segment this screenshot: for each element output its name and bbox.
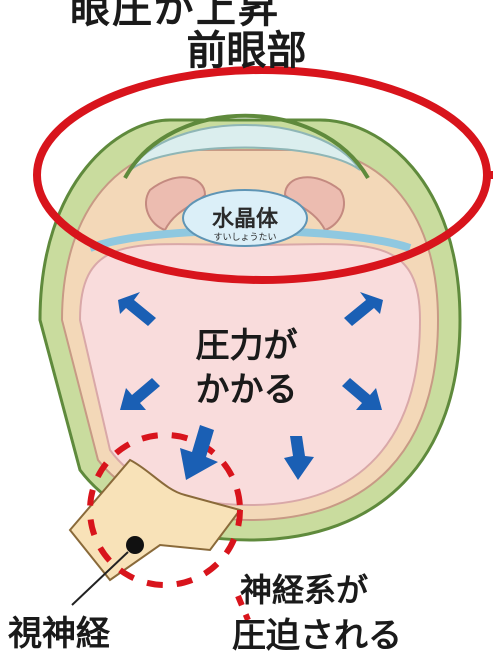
pressure-arrow-icon: [342, 378, 382, 410]
lens-reading-label: すいしょうたい: [213, 233, 277, 243]
nerve-compressed-label-line1: 神経系が: [240, 571, 369, 609]
pressure-label-line1: 圧力が: [195, 326, 298, 366]
pressure-arrow-icon: [284, 436, 314, 480]
lens: [182, 189, 308, 247]
optic-nerve-label: 視神経: [8, 614, 110, 654]
lens-label: 水晶体: [211, 207, 278, 232]
cornea: [129, 124, 361, 171]
nerve-highlight-ring: [87, 432, 243, 588]
pressure-arrows: [118, 292, 383, 480]
optic-nerve: [68, 458, 242, 582]
pressure-arrow-icon: [344, 292, 383, 326]
pressure-arrow-icon: [118, 292, 156, 326]
nerve-compressed-label-line2: 圧迫される: [232, 616, 402, 656]
nerve-dot-icon: [126, 536, 144, 554]
pressure-arrow-icon: [120, 378, 160, 410]
pressure-arrow-icon: [180, 425, 218, 480]
pressure-label-line2: かかる: [195, 370, 298, 410]
optic-nerve-pointer: [71, 551, 129, 606]
anterior-segment-label: 前眼部: [186, 28, 307, 74]
top-cut-label: 眼圧が上昇: [70, 0, 280, 32]
